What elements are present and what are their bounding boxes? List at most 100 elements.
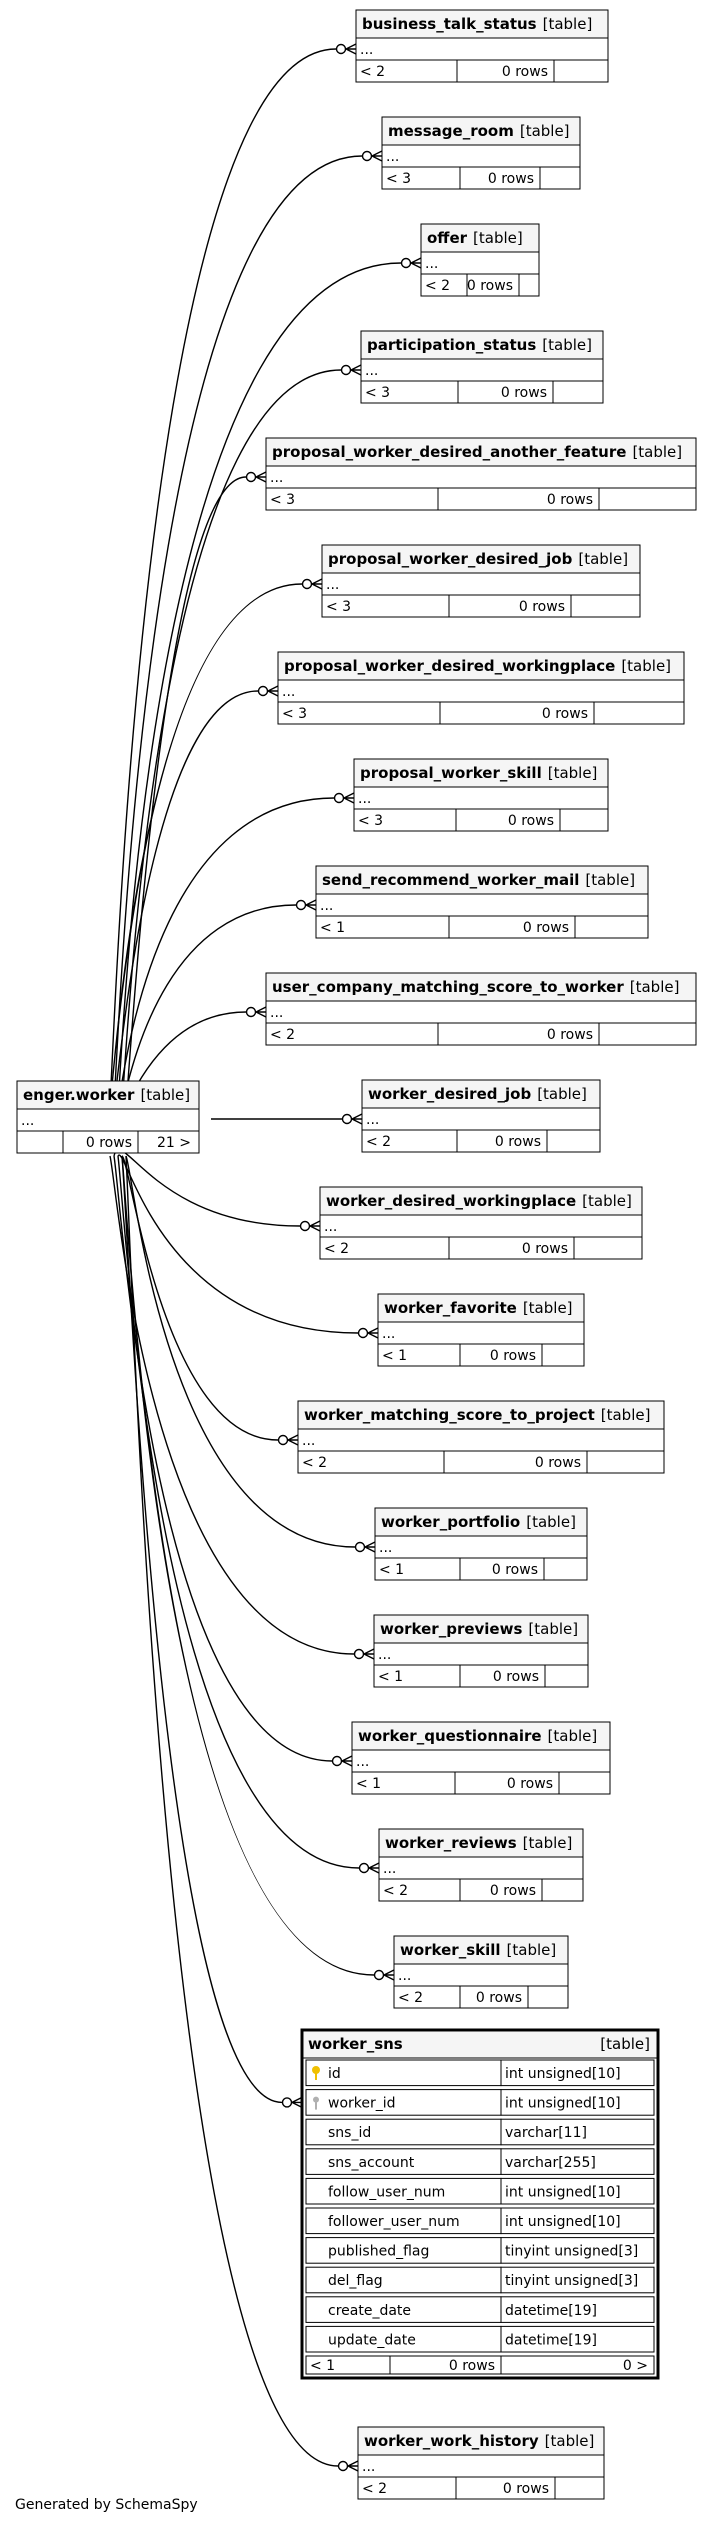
table-ellipsis-row (16, 1108, 200, 1132)
row-count: 0 rows (501, 385, 547, 401)
table-title: proposal_worker_desired_workingplace[tab… (284, 657, 671, 675)
crows-foot-marker (255, 471, 267, 483)
optional-marker (277, 1434, 289, 1446)
row-count: 0 rows (519, 599, 565, 615)
table-name: message_room (388, 122, 514, 140)
table-ellipsis: ... (358, 791, 371, 807)
column-name: id (328, 2066, 341, 2082)
table-title: worker_skill[table] (400, 1941, 556, 1959)
row-count: 0 rows (490, 1348, 536, 1364)
table-ellipsis: ... (302, 1433, 315, 1449)
table-footer-row (357, 2476, 605, 2500)
table-name: proposal_worker_desired_job (328, 550, 573, 568)
optional-marker (281, 2097, 293, 2108)
table-header (265, 437, 697, 467)
table-title: business_talk_status[table] (362, 15, 592, 33)
optional-marker (337, 2460, 349, 2472)
table-ellipsis: ... (282, 684, 295, 700)
crows-foot-marker (364, 1541, 376, 1553)
table-ellipsis-row (297, 1428, 665, 1452)
table-footer-row (315, 915, 649, 939)
column-type-cell (500, 2089, 655, 2116)
row-count: 0 rows (493, 1669, 539, 1685)
key-head (313, 2096, 319, 2103)
table-ellipsis-row (377, 1321, 585, 1345)
table-ellipsis: ... (320, 898, 333, 914)
table-tag: [table] (548, 1727, 598, 1745)
table-tag: [table] (585, 871, 635, 889)
edge-line (125, 1155, 356, 1548)
related-table-worker_desired_workingplace: worker_desired_workingplace[table]...< 2… (319, 1186, 643, 1260)
table-tag: [table] (526, 1513, 576, 1531)
row-count: 0 rows (542, 706, 588, 722)
relationship-edge (211, 1113, 363, 1125)
table-title: worker_reviews[table] (385, 1834, 572, 1852)
row-count: 0 rows (522, 1241, 568, 1257)
column-name: follow_user_num (328, 2184, 445, 2200)
table-ellipsis: ... (326, 577, 339, 593)
relationship-edge (121, 1155, 395, 1981)
table-header (373, 1614, 589, 1644)
column-type: datetime[19] (505, 2332, 597, 2348)
table-tag: [table] (537, 1085, 587, 1103)
table-footer-row (351, 1771, 611, 1795)
table-ellipsis: ... (270, 470, 283, 486)
table-footer-row (265, 1022, 697, 1046)
table-footer-row (353, 808, 609, 832)
optional-marker (335, 43, 347, 55)
row-count: 0 rows (547, 1027, 593, 1043)
table-title: worker_desired_job[table] (368, 1085, 587, 1103)
crows-foot-marker (287, 1434, 299, 1446)
table-name: worker_previews (380, 1620, 522, 1638)
table-footer-row (373, 1664, 589, 1688)
column-name: del_flag (328, 2273, 383, 2289)
row-count: 0 rows (495, 1134, 541, 1150)
table-ellipsis-row (321, 572, 641, 596)
table-tag: [table] (473, 229, 523, 247)
row-count: 0 rows (508, 813, 554, 829)
edge-line (109, 48, 337, 1107)
crows-foot-marker (368, 1862, 380, 1874)
table-footer-row (374, 1557, 588, 1581)
parent-count: < 3 (282, 706, 307, 722)
parent-count: < 1 (378, 1669, 403, 1685)
crows-foot-marker (347, 2460, 359, 2472)
table-title: worker_work_history[table] (364, 2432, 594, 2450)
relationship-edge (125, 1155, 359, 2472)
parent-count: < 3 (270, 492, 295, 508)
column-type-cell (500, 2207, 655, 2235)
column-type: int unsigned[10] (505, 2214, 621, 2230)
column-name: sns_account (328, 2155, 415, 2171)
table-footer-row (277, 701, 685, 725)
key-shaft (315, 2072, 317, 2080)
table-title: message_room[table] (388, 122, 570, 140)
relationship-edge (109, 43, 357, 1107)
edge-line (121, 1155, 279, 1441)
table-footer-row (377, 1343, 585, 1367)
row-count: 0 rows (492, 1562, 538, 1578)
table-ellipsis-row (319, 1214, 643, 1238)
table-title: proposal_worker_desired_another_feature[… (272, 443, 682, 461)
column-name: follower_user_num (328, 2214, 460, 2230)
edge-line (117, 1155, 360, 1869)
table-ellipsis: ... (362, 2459, 375, 2475)
table-ellipsis-row (360, 358, 604, 382)
key-shaft (315, 2101, 317, 2110)
foreign-key-icon (313, 2096, 319, 2110)
table-tag: [table] (632, 443, 682, 461)
optional-marker (301, 578, 313, 590)
column-type: datetime[19] (505, 2303, 597, 2319)
parent-count: < 2 (270, 1027, 295, 1043)
table-footer-row (361, 1129, 601, 1153)
edge-line (117, 797, 335, 1107)
table-ellipsis: ... (356, 1754, 369, 1770)
table-name: worker_favorite (384, 1299, 517, 1317)
key-head (312, 2066, 320, 2074)
